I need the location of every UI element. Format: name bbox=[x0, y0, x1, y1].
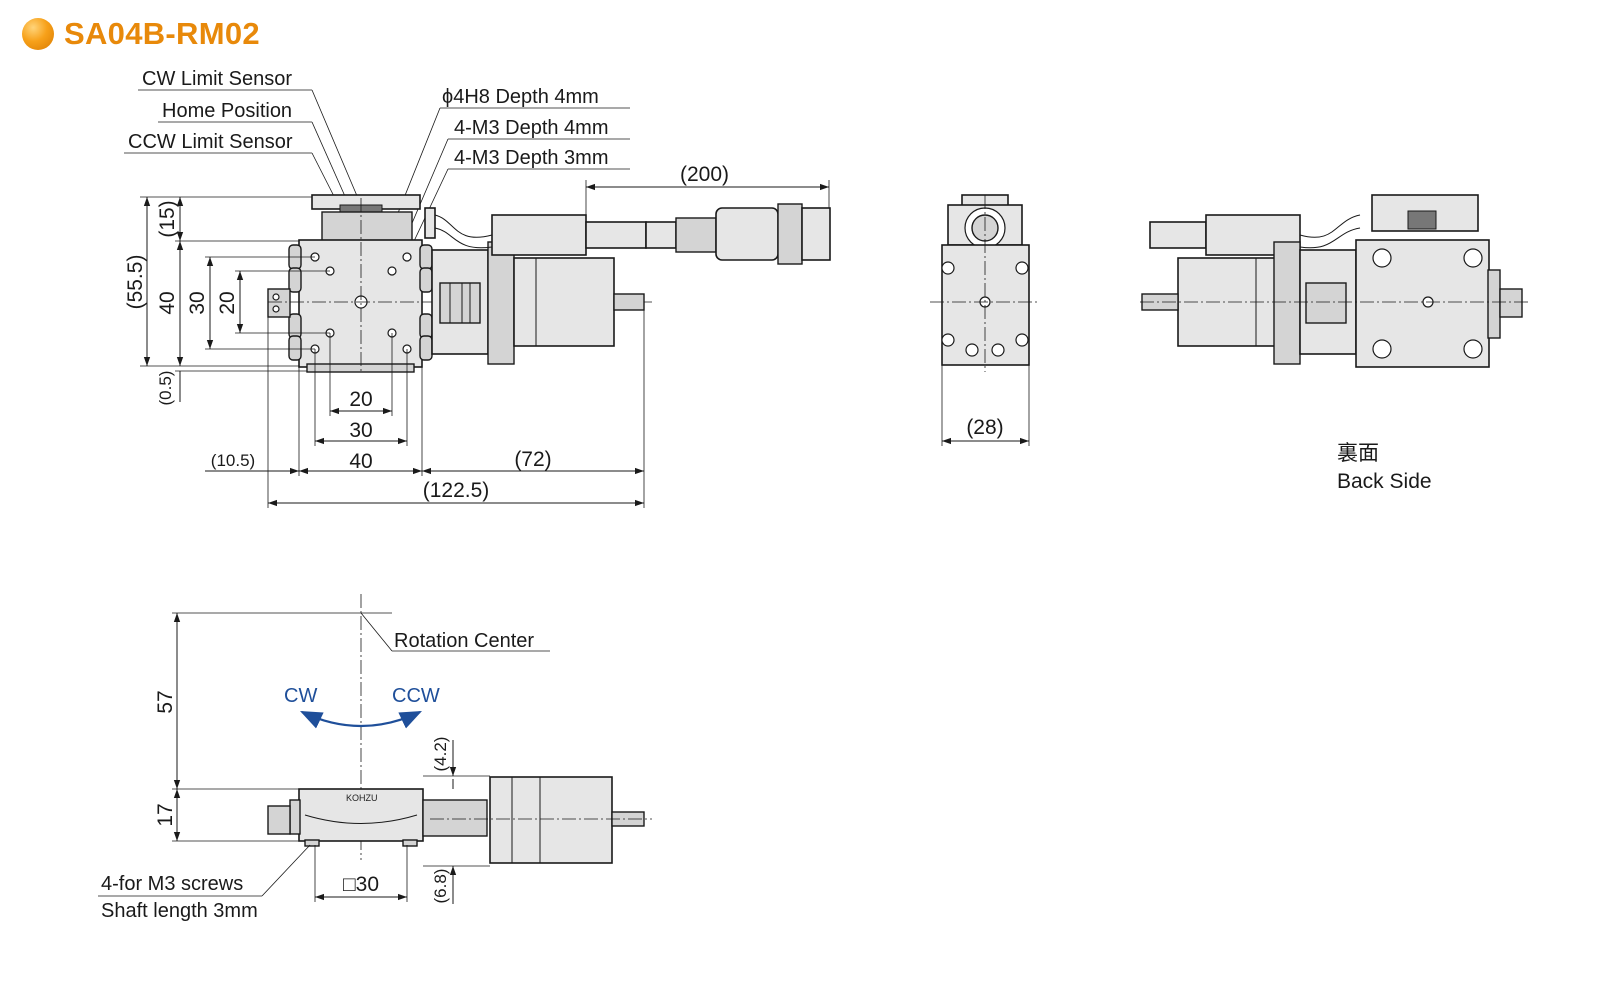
dim-cable-200: (200) bbox=[680, 163, 729, 186]
end-view: (28) bbox=[930, 194, 1040, 446]
callout-m3-depth-3: 4-M3 Depth 3mm bbox=[454, 147, 609, 169]
title-block: SA04B-RM02 bbox=[22, 14, 260, 54]
cw-label: CW bbox=[284, 685, 317, 707]
motor-body bbox=[513, 257, 615, 347]
coupling bbox=[439, 282, 481, 324]
dim-v40: 40 bbox=[156, 291, 179, 314]
callout-bore: ϕ4H8 Depth 4mm bbox=[442, 86, 599, 108]
dim-57: 57 bbox=[154, 690, 177, 713]
screws-note-line2: Shaft length 3mm bbox=[101, 900, 258, 922]
dim-55-5: (55.5) bbox=[124, 255, 147, 310]
dim-6-8: (6.8) bbox=[431, 869, 450, 904]
left-knob bbox=[267, 288, 291, 318]
dim-28: (28) bbox=[966, 416, 1003, 439]
dim-0-5: (0.5) bbox=[156, 371, 175, 406]
callout-home-position: Home Position bbox=[162, 100, 292, 122]
back-view: 裏面 Back Side bbox=[1140, 194, 1528, 493]
screws-note-line1: 4-for M3 screws bbox=[101, 873, 243, 895]
dim-h20: 20 bbox=[349, 388, 372, 411]
back-side-label-jp: 裏面 bbox=[1337, 442, 1379, 465]
rotation-arrow bbox=[300, 711, 422, 729]
page-title: SA04B-RM02 bbox=[64, 16, 260, 51]
callout-cw-limit-sensor: CW Limit Sensor bbox=[142, 68, 292, 90]
top-carriage bbox=[321, 211, 413, 243]
front-stage-body bbox=[298, 788, 424, 842]
rotation-center-label: Rotation Center bbox=[394, 630, 534, 652]
back-side-label-en: Back Side bbox=[1337, 470, 1432, 493]
brand-label: KOHZU bbox=[346, 793, 378, 803]
dim-72: (72) bbox=[514, 448, 551, 471]
dim-v30: 30 bbox=[186, 291, 209, 314]
connector bbox=[715, 207, 779, 261]
dim-10-5: (10.5) bbox=[211, 451, 255, 470]
front-motor-body bbox=[489, 776, 613, 864]
cable-boot bbox=[675, 217, 717, 253]
dim-v20: 20 bbox=[216, 291, 239, 314]
ccw-label: CCW bbox=[392, 685, 440, 707]
dim-4-2: (4.2) bbox=[431, 737, 450, 772]
dim-square-30: □30 bbox=[343, 873, 379, 896]
dim-122-5: (122.5) bbox=[423, 479, 490, 502]
motor-flange bbox=[487, 241, 515, 365]
top-view: CW Limit Sensor Home Position CCW Limit … bbox=[124, 68, 831, 508]
dim-h40: 40 bbox=[349, 450, 372, 473]
dim-h30: 30 bbox=[349, 419, 372, 442]
dim-15: (15) bbox=[156, 200, 179, 237]
dim-17: 17 bbox=[154, 803, 177, 826]
front-view: Rotation Center CW CCW KOHZU 57 17 (4.2)… bbox=[98, 594, 652, 922]
title-bullet-icon bbox=[22, 18, 54, 50]
motor-shaft bbox=[613, 293, 645, 311]
callout-m3-depth-4: 4-M3 Depth 4mm bbox=[454, 117, 609, 139]
callout-ccw-limit-sensor: CCW Limit Sensor bbox=[128, 131, 293, 153]
